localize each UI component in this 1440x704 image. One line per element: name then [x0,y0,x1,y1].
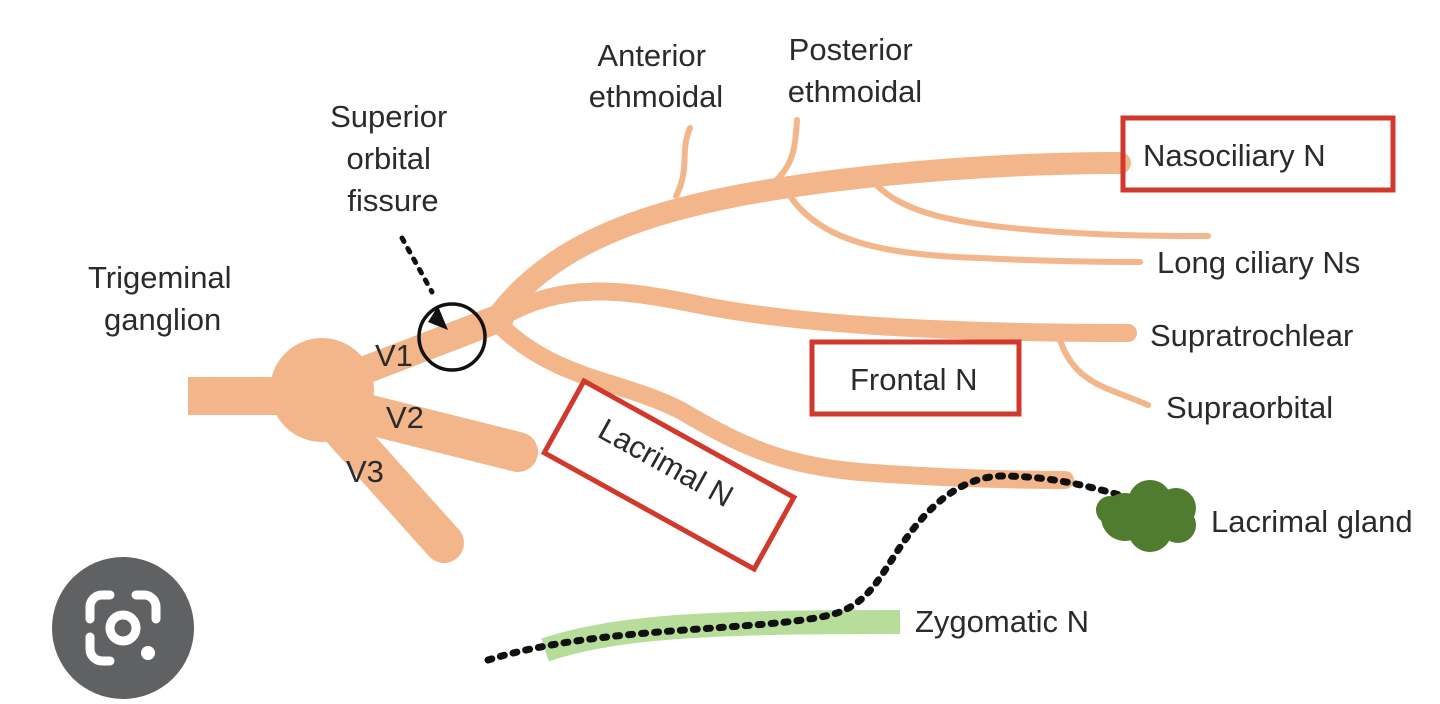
trigeminal-v1-diagram: Trigeminal ganglion Superior orbital fis… [88,32,1413,664]
supraorbital-nerve [1057,337,1151,408]
lacrimal-gland [1096,480,1196,552]
supraorbital-label: Supraorbital [1166,390,1333,425]
fissure-pointer-line [399,235,435,295]
trigeminal-ganglion-label: Trigeminal ganglion [88,260,240,337]
long-ciliary-nerve-2 [787,193,1143,265]
lacrimal-gland-label: Lacrimal gland [1211,504,1413,539]
frontal-box [809,339,1022,417]
zygomatic-lacrimal-communication [484,472,1142,664]
superior-orbital-fissure-label: Superior orbital fissure [330,99,456,218]
supratrochlear-label: Supratrochlear [1150,318,1353,353]
frontal-label: Frontal N [850,362,977,397]
long-ciliary-label: Long ciliary Ns [1157,245,1360,280]
lens-search-button[interactable] [52,557,194,699]
posterior-ethmoidal-label: Posterior ethmoidal [788,32,922,109]
v2-nerve [330,390,538,472]
v1-nerve [338,304,514,389]
frontal-nerve [491,282,1137,342]
anterior-ethmoidal-nerve [673,125,693,199]
lacrimal-nerve [496,321,1074,489]
v2-label: V2 [386,400,424,435]
superior-orbital-fissure-ring [417,302,487,372]
anterior-ethmoidal-label: Anterior ethmoidal [589,38,723,114]
nasociliary-nerve [484,152,1131,331]
v1-label: V1 [375,338,413,373]
posterior-ethmoidal-nerve [769,117,800,187]
google-lens-icon [85,590,161,666]
v3-nerve [312,398,464,563]
v3-label: V3 [346,454,384,489]
lacrimal-box [540,377,798,573]
zygomatic-label: Zygomatic N [915,604,1089,639]
fissure-pointer-arrowhead [428,306,448,330]
long-ciliary-nerve-1 [867,175,1211,239]
nasociliary-label: Nasociliary N [1143,138,1326,173]
nasociliary-box [1120,115,1396,193]
